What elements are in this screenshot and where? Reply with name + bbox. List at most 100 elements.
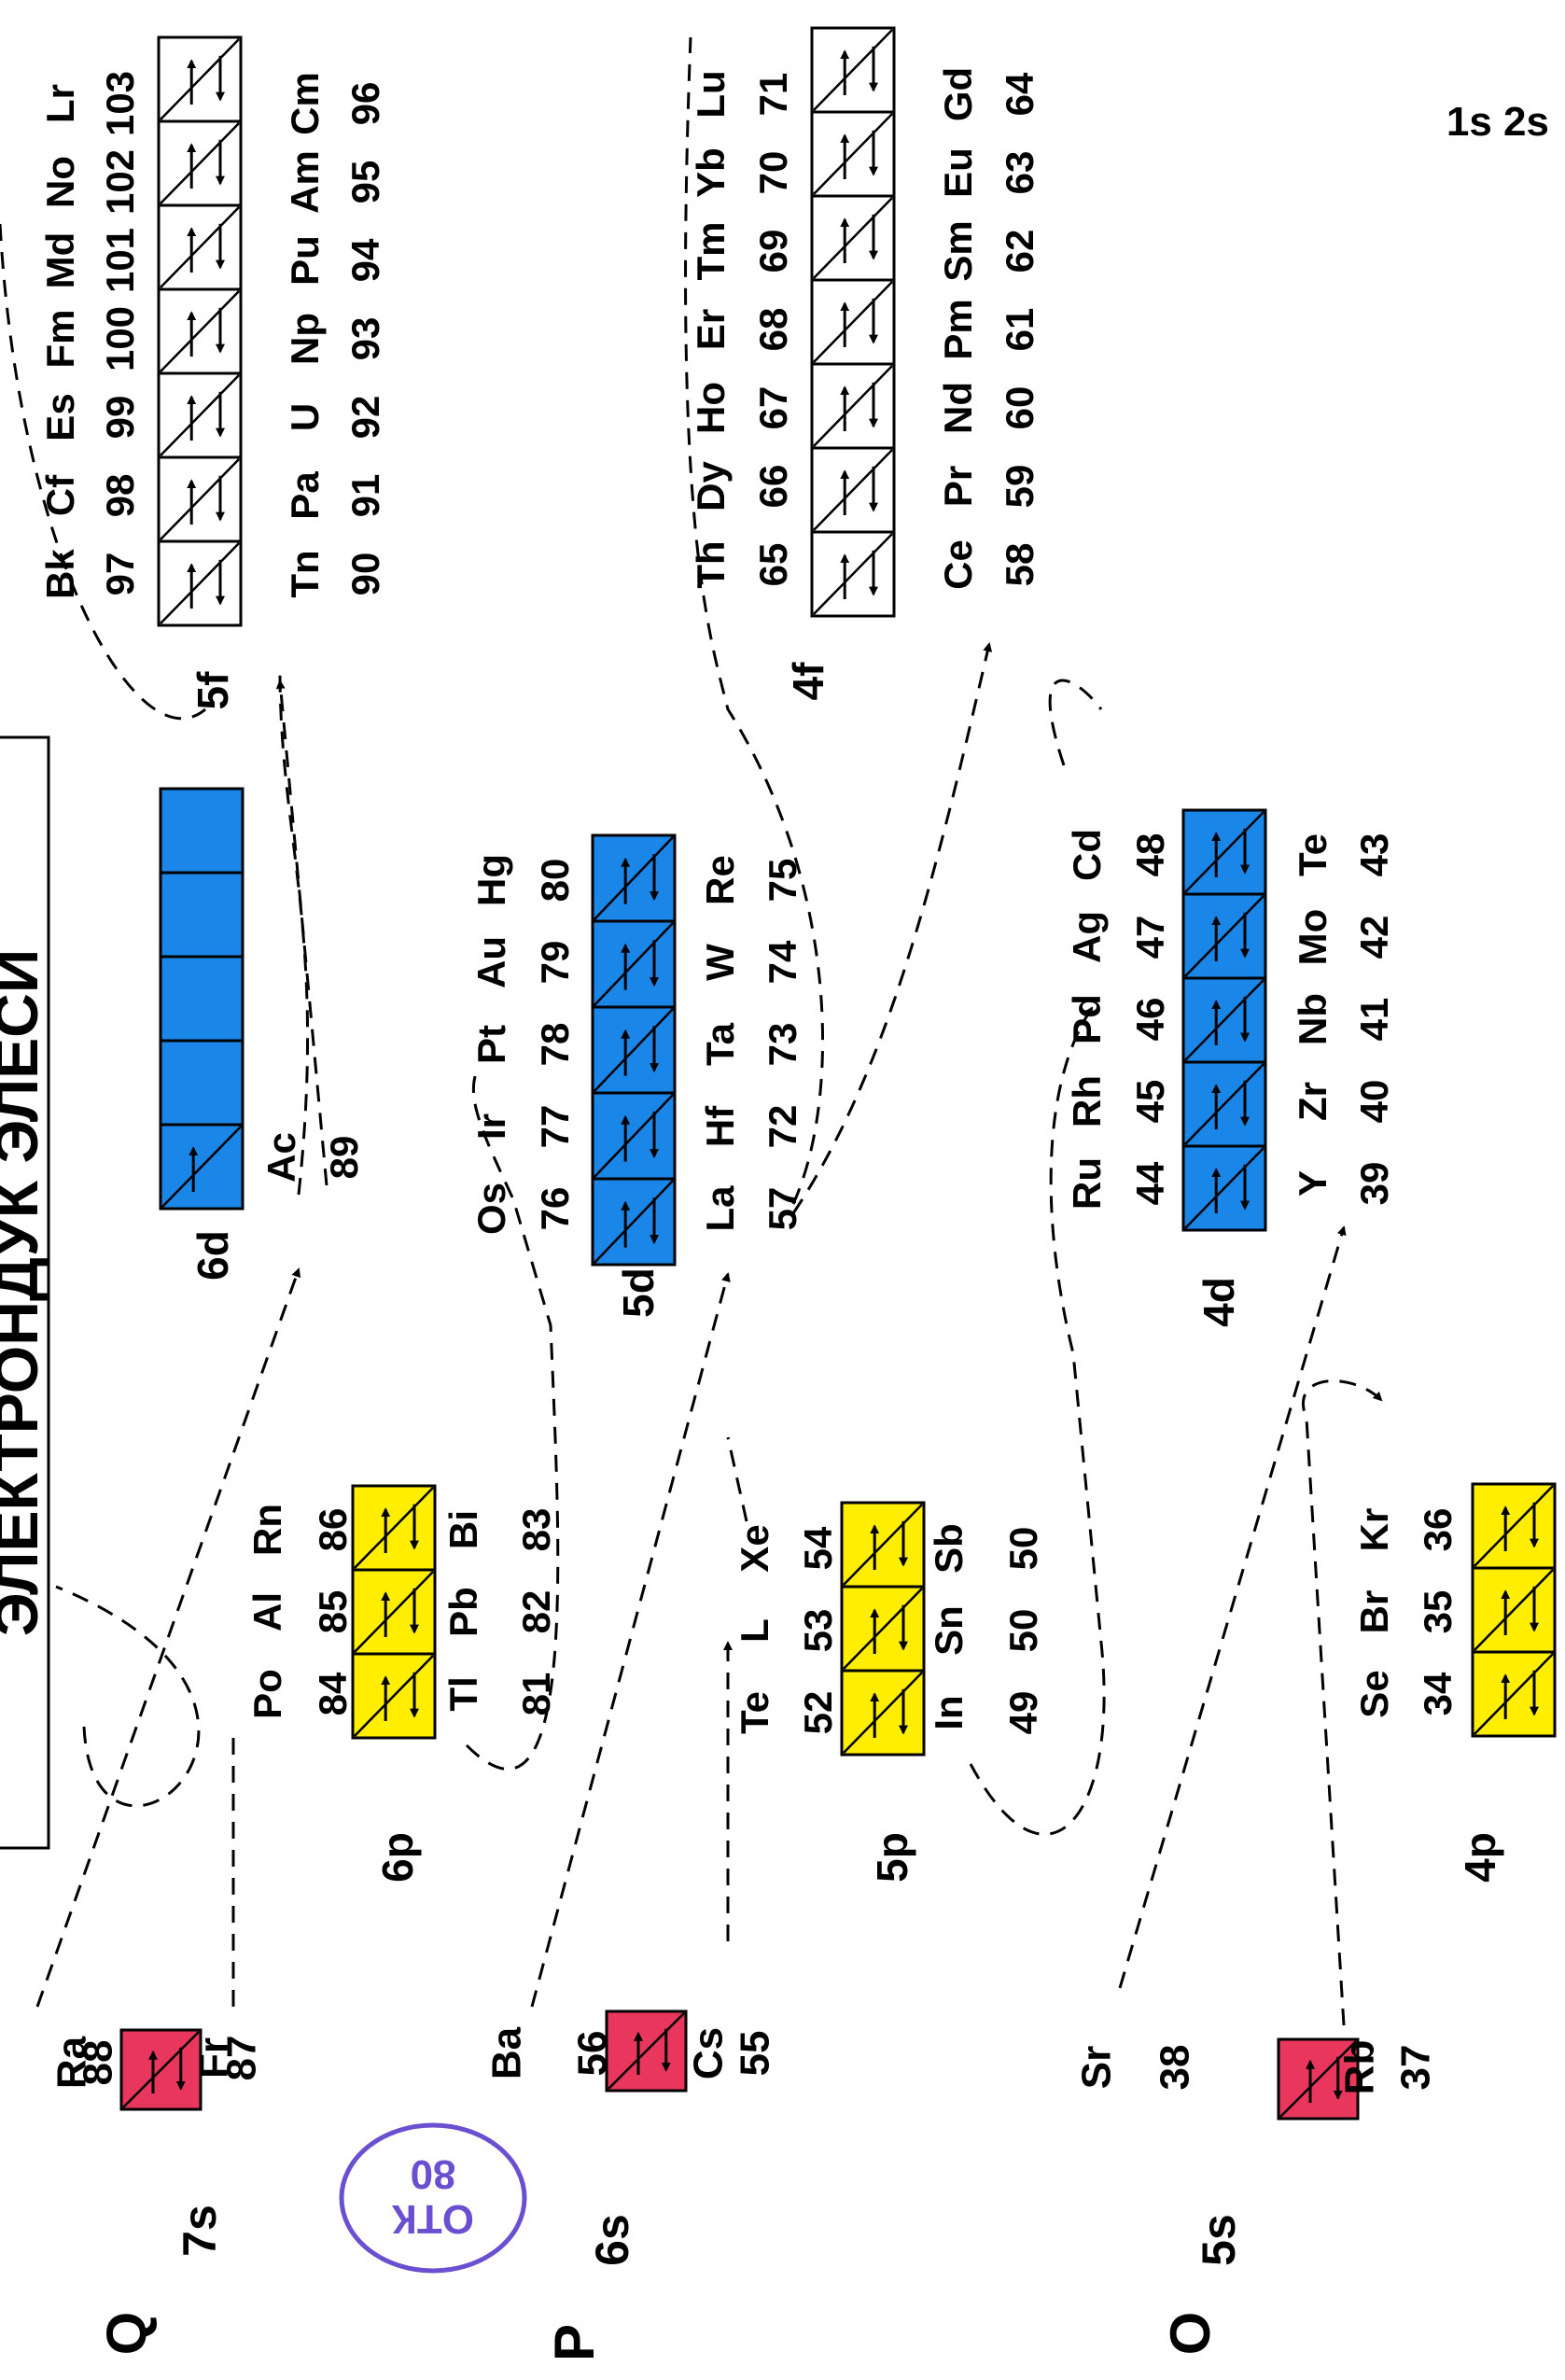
d-element-symbol: Ac — [259, 1132, 303, 1183]
dashed-connector — [1302, 1379, 1383, 2026]
d-element-number: 73 — [761, 1023, 804, 1067]
orbital-divider — [1184, 895, 1265, 977]
orbital-divider — [1184, 811, 1265, 893]
d-element-number: 39 — [1352, 1162, 1396, 1206]
s-element-number: 55 — [733, 2031, 778, 2077]
p-element-number: 34 — [1416, 1672, 1460, 1715]
orbital-divider — [843, 1672, 923, 1754]
f-element-symbol: Nd — [936, 382, 980, 434]
f-element-number: 99 — [98, 396, 142, 440]
stamp-line2: 80 — [411, 2151, 456, 2197]
d-element-symbol: Pd — [1065, 994, 1109, 1044]
orbital-divider — [160, 458, 240, 540]
d-element-number: 45 — [1128, 1080, 1172, 1124]
sublevel-label: 6d — [189, 1230, 237, 1281]
f-element-symbol: Am — [283, 150, 327, 214]
dashed-connector — [726, 1436, 748, 1522]
f-element-symbol: Tm — [689, 222, 733, 281]
p-element-symbol: Xe — [733, 1524, 776, 1572]
d-element-symbol: Y — [1291, 1170, 1334, 1197]
dashed-connector — [35, 1267, 301, 2008]
d-element-symbol: Cd — [1065, 829, 1109, 881]
s-element-symbol: Rb — [1337, 2040, 1383, 2095]
p-element-number: 49 — [1001, 1691, 1045, 1735]
f-element-symbol: Lu — [689, 70, 733, 118]
f-element-number: 97 — [98, 553, 142, 596]
d-element-symbol: Pt — [469, 1025, 513, 1064]
p-element-symbol: Kr — [1352, 1508, 1396, 1552]
orbital-divider — [594, 922, 674, 1006]
f-element-number: 70 — [751, 151, 795, 195]
f-element-symbol: Lr — [38, 84, 82, 123]
p-element-symbol: Br — [1352, 1590, 1396, 1634]
d-element-symbol: Nb — [1291, 993, 1334, 1045]
orbital-divider — [160, 206, 240, 288]
d-element-symbol: La — [698, 1185, 742, 1232]
dashed-connector — [969, 1006, 1106, 1836]
orbital-divider — [160, 38, 240, 120]
d-element-symbol: Hf — [698, 1105, 742, 1147]
d-element-symbol: Ta — [698, 1022, 742, 1066]
d-element-number: 79 — [533, 941, 577, 985]
corner-label: 1s 2s — [1446, 99, 1549, 145]
stamp: ОТК 80 — [339, 2122, 527, 2274]
orbital-divider — [354, 1487, 434, 1569]
orbital-divider — [813, 113, 893, 195]
dashed-connector — [1118, 1225, 1347, 1989]
d-element-number: 46 — [1128, 998, 1172, 1042]
orbital-divider — [813, 533, 893, 615]
p-element-symbol: Pb — [441, 1587, 485, 1637]
f-element-number: 98 — [98, 474, 142, 518]
orbital-divider — [1184, 1147, 1265, 1229]
s-element-symbol: Sr — [1074, 2046, 1120, 2089]
sublevel-label: 4d — [1195, 1277, 1243, 1327]
d-element-symbol: Ir — [469, 1113, 513, 1140]
f-element-symbol: Pr — [936, 466, 980, 507]
orbital-divider — [813, 197, 893, 279]
f-element-symbol: No — [38, 156, 82, 208]
d-element-symbol: W — [698, 944, 742, 981]
f-element-number: 64 — [998, 72, 1041, 116]
orbital-divider — [160, 542, 240, 624]
d-element-number: 41 — [1352, 998, 1396, 1042]
f-element-number: 66 — [751, 465, 795, 509]
p-element-number: 35 — [1416, 1590, 1460, 1634]
p-element-number: 82 — [514, 1590, 558, 1634]
orbital-divider — [160, 374, 240, 456]
dashed-connector — [55, 1585, 201, 1808]
orbital-divider — [1184, 1063, 1265, 1145]
f-element-number: 96 — [343, 82, 387, 126]
f-element-symbol: Gd — [936, 67, 980, 121]
d-element-number: 44 — [1128, 1161, 1172, 1205]
f-element-number: 95 — [343, 161, 387, 204]
f-element-number: 92 — [343, 396, 387, 440]
p-element-number: 86 — [311, 1508, 355, 1552]
p-element-number: 81 — [514, 1673, 558, 1716]
p-element-number: 83 — [514, 1508, 558, 1552]
d-element-number: 89 — [322, 1136, 366, 1180]
p-element-number: 50 — [1001, 1527, 1045, 1571]
dashed-connector — [791, 642, 993, 1214]
d-element-number: 74 — [761, 940, 804, 984]
f-element-number: 103 — [98, 71, 142, 136]
f-element-number: 91 — [343, 474, 387, 518]
f-element-number: 59 — [998, 465, 1041, 509]
d-element-symbol: Te — [1291, 833, 1334, 876]
orbital-divider — [813, 449, 893, 531]
d-element-symbol: Ag — [1065, 911, 1109, 963]
p-element-number: 52 — [796, 1691, 840, 1735]
orbital-divider — [843, 1504, 923, 1586]
d-element-number: 57 — [761, 1187, 804, 1231]
orbital-cell — [159, 787, 245, 875]
f-element-number: 90 — [343, 553, 387, 596]
f-element-number: 62 — [998, 230, 1041, 273]
orbital-divider — [843, 1588, 923, 1670]
d-element-symbol: Hg — [469, 854, 513, 906]
f-element-symbol: Ce — [936, 539, 980, 590]
p-element-number: 54 — [796, 1526, 840, 1570]
f-element-symbol: Pm — [936, 299, 980, 359]
p-element-number: 50 — [1001, 1609, 1045, 1653]
f-element-symbol: Er — [689, 309, 733, 350]
